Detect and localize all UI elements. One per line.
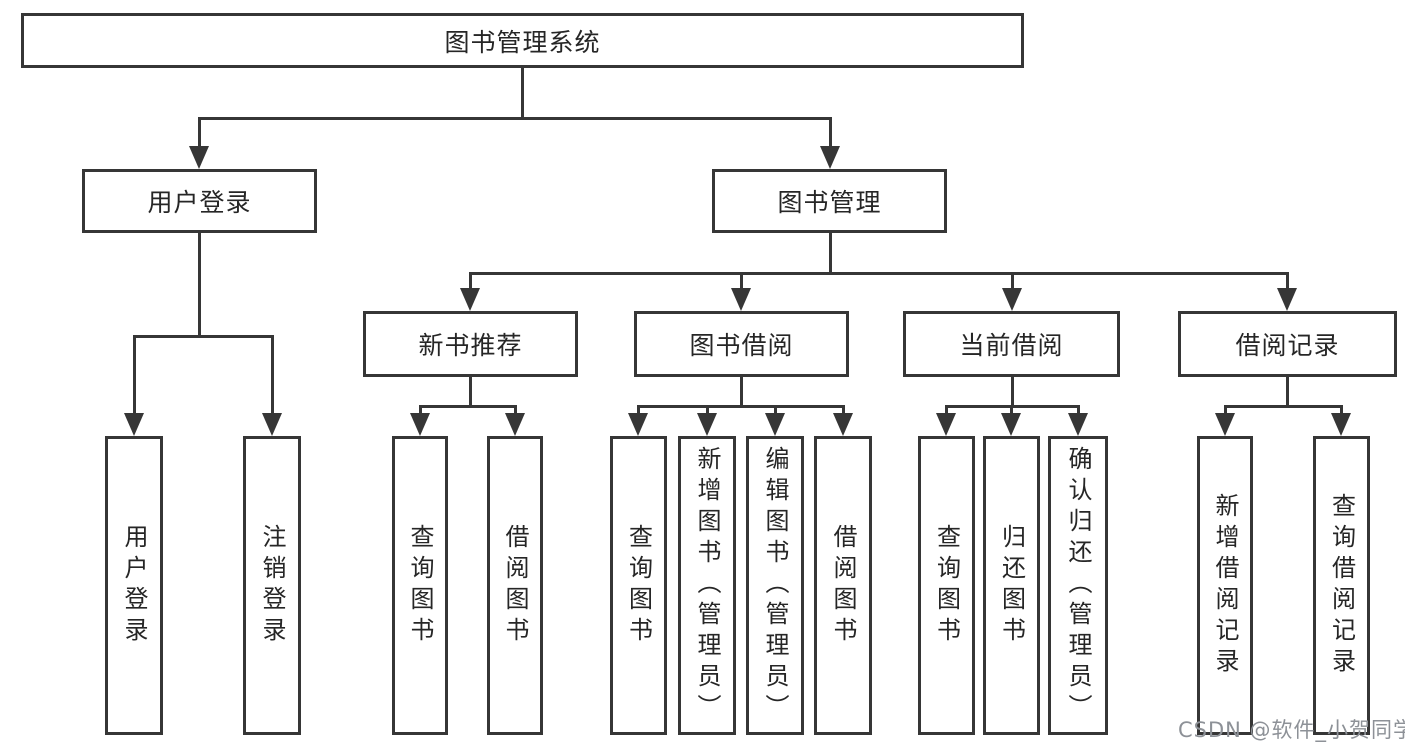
connector-line [469,377,472,405]
leaf-add-books-admin: 新增图书（管理员） [678,436,736,735]
node-new-book-recommendation: 新书推荐 [363,311,578,377]
leaf-confirm-return-admin: 确认归还（管理员） [1048,436,1108,735]
node-borrowing-records: 借阅记录 [1178,311,1397,377]
node-label: 查询图书 [624,523,653,648]
node-label: 查询图书 [406,523,434,648]
connector-line [419,405,422,415]
connector-line [198,117,832,120]
node-label: 借阅图书 [829,523,857,648]
connector-line [1011,272,1014,290]
connector-line [945,405,948,415]
connector-line [271,335,274,415]
connector-line [1286,377,1289,405]
arrow-down-icon [1001,413,1021,436]
leaf-query-books-2: 查询图书 [610,436,667,735]
node-label: 借阅图书 [501,523,529,648]
node-label: 用户登录 [147,188,252,217]
leaf-user-login: 用户登录 [105,436,163,735]
arrow-down-icon [189,146,209,169]
node-label: 图书管理系统 [444,27,601,57]
arrow-down-icon [833,413,853,436]
arrow-down-icon [124,413,144,436]
arrow-down-icon [262,413,282,436]
node-library-management-system: 图书管理系统 [21,13,1024,68]
connector-line [469,272,1289,275]
leaf-query-borrow-record: 查询借阅记录 [1313,436,1370,735]
node-label: 确认归还（管理员） [1064,446,1092,725]
connector-line [829,117,832,148]
node-label: 图书借阅 [689,331,794,360]
node-user-login: 用户登录 [82,169,317,233]
connector-line [198,233,201,335]
leaf-return-books: 归还图书 [983,436,1040,735]
connector-line [706,405,709,415]
leaf-query-books: 查询图书 [392,436,448,735]
arrow-down-icon [1215,413,1235,436]
arrow-down-icon [410,413,430,436]
leaf-borrow-books-2: 借阅图书 [814,436,872,735]
node-label: 图书管理 [777,188,882,217]
connector-line [637,405,640,415]
connector-line [1340,405,1343,415]
connector-line [1286,272,1289,290]
node-label: 归还图书 [997,523,1026,648]
leaf-query-books-3: 查询图书 [918,436,975,735]
connector-line [514,405,517,415]
node-current-borrowing: 当前借阅 [903,311,1120,377]
node-label: 新增借阅记录 [1211,492,1239,679]
arrow-down-icon [936,413,956,436]
connector-line [133,335,274,338]
connector-line [1010,405,1013,415]
connector-line [1077,405,1080,415]
connector-line [740,377,743,405]
node-label: 新书推荐 [418,331,523,360]
leaf-logout: 注销登录 [243,436,301,735]
arrow-down-icon [1331,413,1351,436]
arrow-down-icon [460,288,480,311]
arrow-down-icon [765,413,785,436]
leaf-edit-books-admin: 编辑图书（管理员） [746,436,804,735]
arrow-down-icon [1002,288,1022,311]
node-label: 查询图书 [932,523,961,648]
connector-line [637,405,845,408]
arrow-down-icon [1277,288,1297,311]
arrow-down-icon [1068,413,1088,436]
leaf-borrow-books: 借阅图书 [487,436,543,735]
connector-line [1011,377,1014,405]
node-label: 新增图书（管理员） [693,446,721,725]
connector-line [521,68,524,117]
connector-line [1224,405,1342,408]
node-label: 当前借阅 [959,331,1064,360]
arrow-down-icon [820,146,840,169]
connector-line [198,117,201,148]
node-label: 注销登录 [258,523,286,648]
node-label: 查询借阅记录 [1327,492,1356,679]
arrow-down-icon [505,413,525,436]
connector-line [133,335,136,415]
arrow-down-icon [731,288,751,311]
node-book-management: 图书管理 [712,169,947,233]
node-label: 借阅记录 [1235,331,1340,360]
connector-line [1224,405,1227,415]
connector-line [842,405,845,415]
connector-line [419,405,517,408]
connector-line [829,233,832,272]
connector-line [469,272,472,290]
connector-line [774,405,777,415]
node-label: 用户登录 [120,523,148,648]
connector-line [740,272,743,290]
leaf-add-borrow-record: 新增借阅记录 [1197,436,1253,735]
arrow-down-icon [628,413,648,436]
node-label: 编辑图书（管理员） [761,446,789,725]
arrow-down-icon [697,413,717,436]
node-book-borrowing: 图书借阅 [634,311,849,377]
watermark-text: CSDN @软件_小贺同学 [1178,718,1405,742]
